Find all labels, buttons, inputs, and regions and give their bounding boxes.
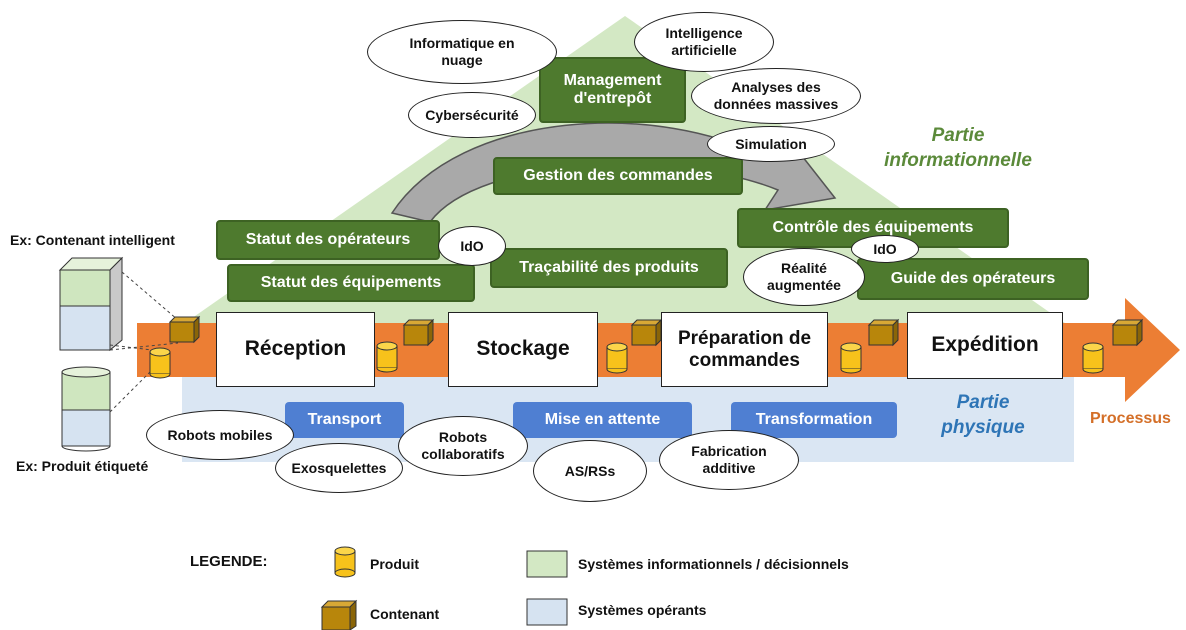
- container-cube-icon: [402, 318, 435, 347]
- container-cube-icon: [867, 318, 900, 347]
- exoskeletons-ellipse: Exosquelettes: [275, 443, 403, 493]
- step-storage: Stockage: [448, 312, 598, 387]
- iot-ellipse-1: IdO: [438, 226, 506, 266]
- step-order-preparation: Préparation de commandes: [661, 312, 828, 387]
- transformation-box: Transformation: [731, 402, 897, 438]
- legend-container-icon: [320, 599, 358, 630]
- legend-operating-systems-label: Systèmes opérants: [578, 602, 707, 618]
- smart-container-illustration: [58, 256, 124, 352]
- labeled-product-illustration: [61, 366, 111, 452]
- cloud-computing-ellipse: Informatique en nuage: [367, 20, 557, 84]
- warehouse-management-box: Management d'entrepôt: [539, 57, 686, 123]
- artificial-intelligence-ellipse: Intelligence artificielle: [634, 12, 774, 72]
- physical-part-label: Partie physique: [941, 392, 1025, 438]
- simulation-ellipse: Simulation: [707, 126, 835, 162]
- product-cylinder-icon: [1082, 342, 1104, 374]
- operator-guide-box: Guide des opérateurs: [857, 258, 1089, 300]
- collaborative-robots-ellipse: Robots collaboratifs: [398, 416, 528, 476]
- iot-ellipse-2: IdO: [851, 235, 919, 263]
- product-cylinder-icon: [376, 341, 398, 373]
- operator-status-box: Statut des opérateurs: [216, 220, 440, 260]
- augmented-reality-ellipse: Réalité augmentée: [743, 248, 865, 306]
- product-cylinder-icon: [606, 342, 628, 374]
- labeled-product-example-label: Ex: Produit étiqueté: [16, 458, 149, 474]
- container-cube-icon: [630, 318, 663, 347]
- container-cube-icon: [1111, 318, 1144, 347]
- container-cube-icon: [168, 315, 201, 344]
- asrs-ellipse: AS/RSs: [533, 440, 647, 502]
- waiting-box: Mise en attente: [513, 402, 692, 438]
- smart-container-example-label: Ex: Contenant intelligent: [10, 232, 175, 248]
- mobile-robots-ellipse: Robots mobiles: [146, 410, 294, 460]
- step-shipping: Expédition: [907, 312, 1063, 379]
- legend-container-label: Contenant: [370, 606, 440, 622]
- big-data-ellipse: Analyses des données massives: [691, 68, 861, 124]
- legend-product-icon: [334, 546, 356, 578]
- order-management-box: Gestion des commandes: [493, 157, 743, 195]
- legend-info-swatch: [526, 550, 568, 578]
- product-cylinder-icon: [149, 347, 171, 379]
- transport-box: Transport: [285, 402, 404, 438]
- product-cylinder-icon: [840, 342, 862, 374]
- cybersecurity-ellipse: Cybersécurité: [408, 92, 536, 138]
- legend-operating-swatch: [526, 598, 568, 626]
- process-label: Processus: [1090, 410, 1171, 427]
- informational-part-label: Partie informationnelle: [884, 125, 1032, 171]
- additive-manufacturing-ellipse: Fabrication additive: [659, 430, 799, 490]
- product-traceability-box: Traçabilité des produits: [490, 248, 728, 288]
- legend-product-label: Produit: [370, 556, 419, 572]
- legend-title: LEGENDE:: [190, 553, 268, 570]
- equipment-status-box: Statut des équipements: [227, 264, 475, 302]
- example-connector-lines: [109, 271, 179, 413]
- step-reception: Réception: [216, 312, 375, 387]
- legend-info-systems-label: Systèmes informationnels / décisionnels: [578, 556, 849, 572]
